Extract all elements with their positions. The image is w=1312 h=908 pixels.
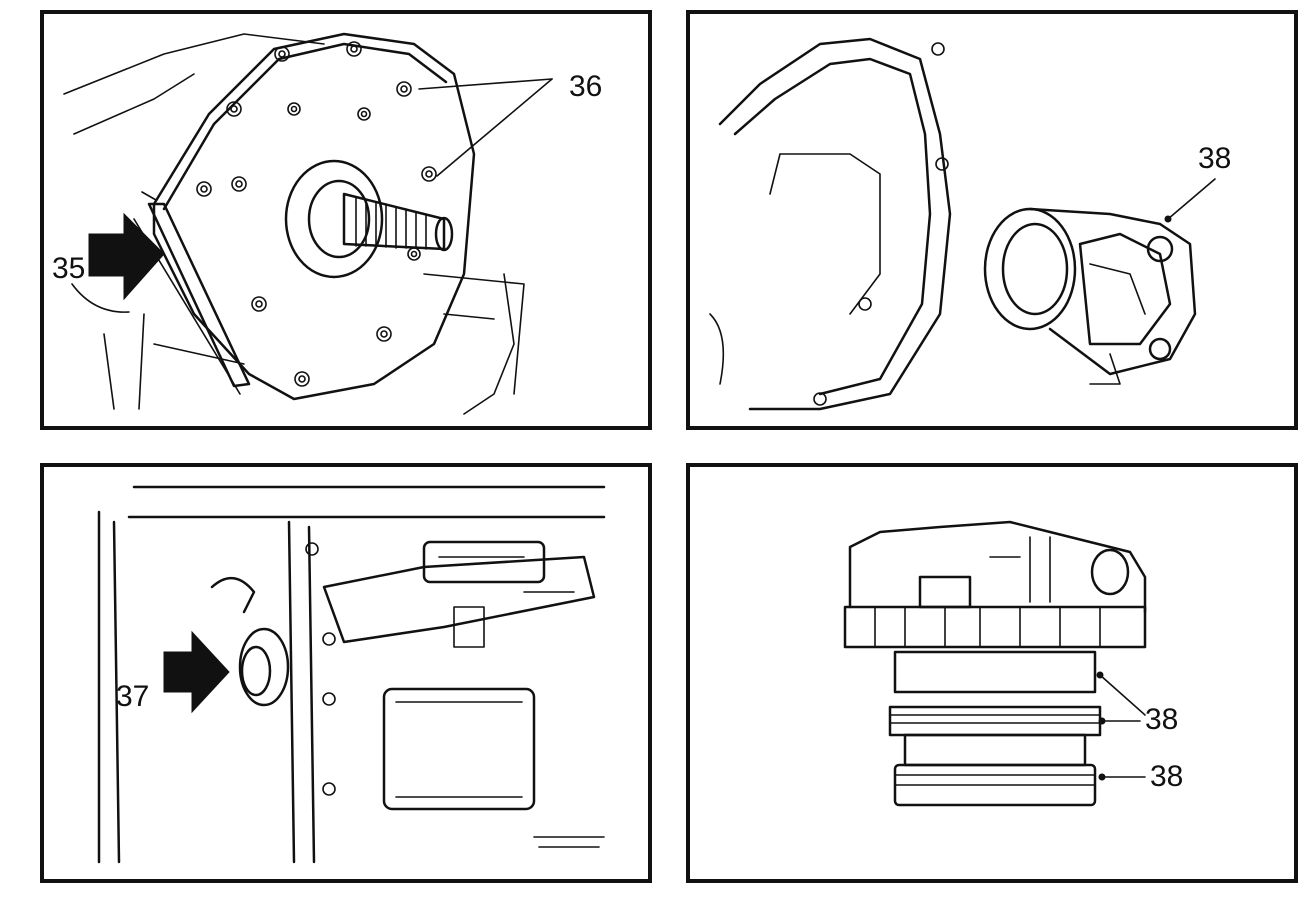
- pump-assembly-illustration: [709, 37, 1216, 411]
- diagram-panel-pump-assembly: 38: [686, 10, 1298, 430]
- callout-38-lower: 38: [1150, 760, 1184, 793]
- arrow-35: [88, 212, 165, 301]
- plug-illustration: [97, 485, 606, 864]
- callout-35: 35: [52, 252, 86, 285]
- callout-38-upper: 38: [1145, 703, 1179, 736]
- diagram-panel-pump-housing: 35 36: [40, 10, 652, 430]
- diagram-panel-seal-rings: 38 38: [686, 463, 1298, 883]
- callout-37: 37: [116, 680, 150, 713]
- callout-36: 36: [569, 70, 603, 103]
- seal-rings-illustration: [843, 520, 1147, 807]
- callout-38: 38: [1198, 142, 1232, 175]
- pump-housing-illustration: [63, 32, 553, 415]
- diagram-panel-plug: 37: [40, 463, 652, 883]
- arrow-37: [163, 630, 230, 714]
